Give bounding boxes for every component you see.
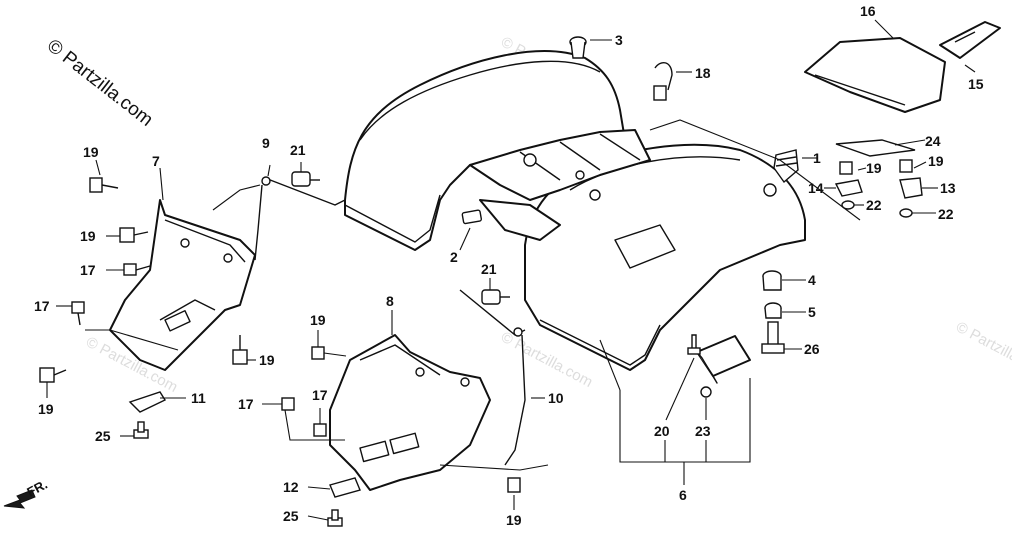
rear-fender[interactable] <box>344 50 806 371</box>
callout-19-left: 19 <box>80 228 96 244</box>
callout-1: 1 <box>813 150 821 166</box>
callout-21-lower: 21 <box>481 261 497 277</box>
watermark-right: © Partzilla.com <box>953 319 1012 381</box>
bolt-19-topleft[interactable] <box>89 177 119 193</box>
grommet-4[interactable] <box>762 270 782 291</box>
callout-7: 7 <box>152 153 160 169</box>
front-direction-marker: FR. <box>3 477 50 509</box>
callout-14: 14 <box>808 180 824 196</box>
copyright-notice: © Partzilla.com <box>43 35 157 130</box>
bracket-12[interactable] <box>329 477 361 498</box>
callout-5: 5 <box>808 304 816 320</box>
screw-17-left-lower[interactable] <box>71 301 85 326</box>
nut-23[interactable] <box>700 386 712 398</box>
callout-24: 24 <box>925 133 941 149</box>
callout-12: 12 <box>283 479 299 495</box>
collar-21-lower[interactable] <box>481 289 510 305</box>
fender-plate-area <box>614 224 676 269</box>
callout-17-center-left: 17 <box>238 396 254 412</box>
callout-19-center-left: 19 <box>259 352 275 368</box>
callout-20: 20 <box>654 423 670 439</box>
front-arrow-icon <box>3 489 36 509</box>
callout-19-topleft: 19 <box>83 144 99 160</box>
callout-13: 13 <box>940 180 956 196</box>
seat-bracket[interactable] <box>939 21 1001 59</box>
callout-2: 2 <box>450 249 458 265</box>
assembly-bracket-6 <box>619 378 751 485</box>
seat-cover[interactable] <box>804 37 946 113</box>
callout-23: 23 <box>695 423 711 439</box>
callout-labels: 3 18 16 15 1 24 19 19 14 13 22 22 4 5 26… <box>34 3 984 528</box>
callout-15: 15 <box>968 76 984 92</box>
plate-23[interactable] <box>696 335 751 384</box>
callout-11: 11 <box>191 390 206 406</box>
clip-18[interactable] <box>653 62 673 101</box>
leader-lines <box>46 19 976 521</box>
cap-3[interactable] <box>569 36 587 59</box>
stay-10[interactable] <box>459 289 526 466</box>
screw-20[interactable] <box>687 334 701 355</box>
bolt-19-left-low[interactable] <box>39 367 67 383</box>
callout-8: 8 <box>386 293 394 309</box>
cushion-2[interactable] <box>461 209 483 225</box>
bracket-24[interactable] <box>835 139 916 157</box>
callout-17-left: 17 <box>80 262 96 278</box>
callout-3: 3 <box>615 32 623 48</box>
callout-26: 26 <box>804 341 820 357</box>
callout-17-center: 17 <box>312 387 328 403</box>
assembly-lines <box>85 119 861 471</box>
hardware-right-cluster[interactable] <box>834 159 923 218</box>
callout-19-bottom: 19 <box>506 512 522 528</box>
screw-17-center[interactable] <box>313 423 327 437</box>
callout-6: 6 <box>679 487 687 503</box>
left-side-cover[interactable] <box>109 199 256 371</box>
callout-21-upper: 21 <box>290 142 306 158</box>
collar-5[interactable] <box>764 302 782 319</box>
callout-25-left: 25 <box>95 428 111 444</box>
callout-19-hw-a: 19 <box>866 160 882 176</box>
collar-21-upper[interactable] <box>291 171 320 187</box>
bolt-25-left[interactable] <box>133 421 149 439</box>
callout-19-center: 19 <box>310 312 326 328</box>
callout-17-left-lower: 17 <box>34 298 50 314</box>
bolt-19-left-mid[interactable] <box>119 227 149 243</box>
callout-9: 9 <box>262 135 270 151</box>
bolt-19-center[interactable] <box>311 346 325 360</box>
bolt-25-center[interactable] <box>327 509 343 527</box>
bolt-19-bottom[interactable] <box>507 477 521 493</box>
callout-22-a: 22 <box>866 197 882 213</box>
callout-25-center: 25 <box>283 508 299 524</box>
screw-17-center-left[interactable] <box>281 397 295 411</box>
callout-16: 16 <box>860 3 876 19</box>
callout-19-hw-b: 19 <box>928 153 944 169</box>
callout-19-left-low: 19 <box>38 401 54 417</box>
bracket-11[interactable] <box>128 391 167 413</box>
bolt-26[interactable] <box>761 321 785 354</box>
bolt-19-center-left[interactable] <box>232 335 248 365</box>
callout-22-b: 22 <box>938 206 954 222</box>
callout-18: 18 <box>695 65 711 81</box>
right-side-cover[interactable] <box>329 334 491 491</box>
callout-4: 4 <box>808 272 816 288</box>
callout-10: 10 <box>548 390 564 406</box>
stay-9[interactable] <box>254 176 346 261</box>
